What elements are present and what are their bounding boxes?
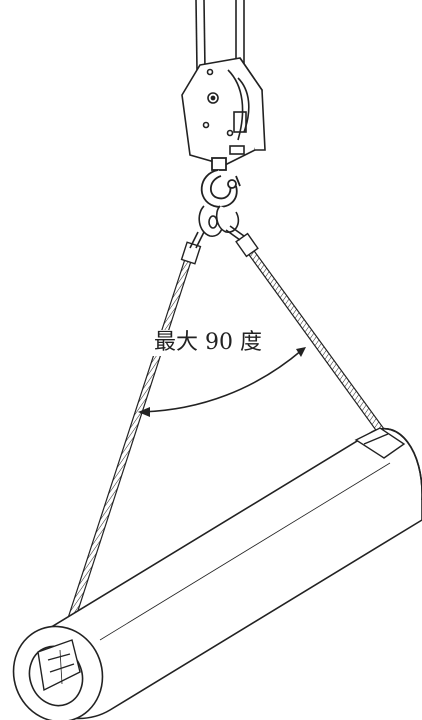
- max-angle-label: 最大 90 度: [150, 330, 266, 356]
- angle-arc: [138, 347, 306, 417]
- lifting-hook: [200, 157, 241, 208]
- left-protective-pad: [37, 639, 81, 692]
- pulley-block: [181, 57, 266, 166]
- shackle: [198, 205, 240, 237]
- hoist-cables: [195, 0, 245, 71]
- right-sling-rope: [225, 225, 393, 445]
- right-protective-pad: [354, 427, 406, 459]
